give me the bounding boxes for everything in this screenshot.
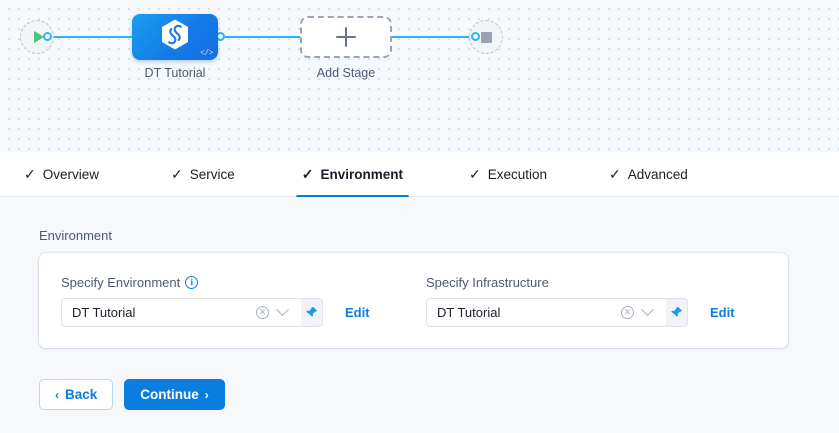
check-icon: ✓ <box>24 166 36 182</box>
end-node-port[interactable] <box>471 32 480 41</box>
pin-infrastructure-button[interactable] <box>666 298 688 327</box>
add-stage-button[interactable] <box>300 16 392 58</box>
edge-add-to-end <box>382 36 474 38</box>
pipeline-canvas[interactable]: </> DT Tutorial Add Stage <box>0 0 839 152</box>
tab-environment-label: Environment <box>320 166 403 182</box>
specify-environment-group: Specify Environment i DT Tutorial ✕ Edit <box>61 275 370 327</box>
specify-environment-row: DT Tutorial ✕ Edit <box>61 298 370 327</box>
specify-infrastructure-label-text: Specify Infrastructure <box>426 275 549 290</box>
pin-icon <box>671 306 683 318</box>
environment-select[interactable]: DT Tutorial ✕ <box>61 298 302 327</box>
specify-infrastructure-group: Specify Infrastructure DT Tutorial ✕ Edi… <box>426 275 735 327</box>
check-icon: ✓ <box>609 166 621 182</box>
check-icon: ✓ <box>301 166 314 182</box>
chevron-down-icon[interactable] <box>641 303 654 317</box>
code-icon: </> <box>200 49 213 58</box>
specify-environment-label-text: Specify Environment <box>61 275 181 290</box>
chevron-right-icon: › <box>204 387 209 402</box>
tab-overview-label: Overview <box>42 166 99 182</box>
tab-environment[interactable]: ✓ Environment <box>295 152 410 198</box>
tab-advanced-label: Advanced <box>627 166 688 182</box>
start-node-port[interactable] <box>43 32 52 41</box>
infrastructure-select[interactable]: DT Tutorial ✕ <box>426 298 667 327</box>
edge-start-to-stage <box>44 36 142 38</box>
stage-node-dt-tutorial[interactable]: </> <box>132 14 218 60</box>
pin-environment-button[interactable] <box>301 298 323 327</box>
play-icon <box>33 31 44 43</box>
continue-button[interactable]: Continue › <box>124 379 225 410</box>
tab-service-label: Service <box>189 166 235 182</box>
pin-icon <box>306 306 318 318</box>
harness-hexagon-icon <box>160 19 190 56</box>
environment-select-value[interactable]: DT Tutorial <box>72 305 136 320</box>
edit-infrastructure-link[interactable]: Edit <box>710 305 735 320</box>
environment-card: Specify Environment i DT Tutorial ✕ Edit <box>39 253 788 348</box>
check-icon: ✓ <box>171 166 183 182</box>
clear-icon[interactable]: ✕ <box>256 306 269 319</box>
add-stage-label: Add Stage <box>316 66 376 80</box>
footer-actions: ‹ Back Continue › <box>39 379 225 410</box>
tab-advanced[interactable]: ✓ Advanced <box>603 152 694 197</box>
chevron-down-icon[interactable] <box>276 303 289 317</box>
section-title: Environment <box>39 228 112 243</box>
info-icon[interactable]: i <box>185 276 199 289</box>
plus-icon <box>336 27 356 47</box>
stage-node-label: DT Tutorial <box>144 66 206 80</box>
infrastructure-select-value[interactable]: DT Tutorial <box>437 305 501 320</box>
edit-environment-link[interactable]: Edit <box>345 305 370 320</box>
chevron-left-icon: ‹ <box>55 387 59 402</box>
back-button-label: Back <box>65 387 98 402</box>
environment-panel: Environment Specify Environment i DT Tut… <box>0 197 839 433</box>
tab-overview[interactable]: ✓ Overview <box>18 152 105 197</box>
tab-service[interactable]: ✓ Service <box>165 152 241 197</box>
specify-infrastructure-label: Specify Infrastructure <box>426 275 735 290</box>
specify-environment-label: Specify Environment i <box>61 275 370 290</box>
specify-infrastructure-row: DT Tutorial ✕ Edit <box>426 298 735 327</box>
back-button[interactable]: ‹ Back <box>39 379 114 410</box>
edge-stage-to-add <box>222 36 312 38</box>
stop-icon <box>480 31 492 43</box>
tab-execution[interactable]: ✓ Execution <box>463 152 553 197</box>
clear-icon[interactable]: ✕ <box>621 306 634 319</box>
check-icon: ✓ <box>469 166 481 182</box>
continue-button-label: Continue <box>140 387 199 402</box>
stage-tab-bar: ✓ Overview ✓ Service ✓ Environment ✓ Exe… <box>0 152 839 198</box>
tab-execution-label: Execution <box>487 166 548 182</box>
